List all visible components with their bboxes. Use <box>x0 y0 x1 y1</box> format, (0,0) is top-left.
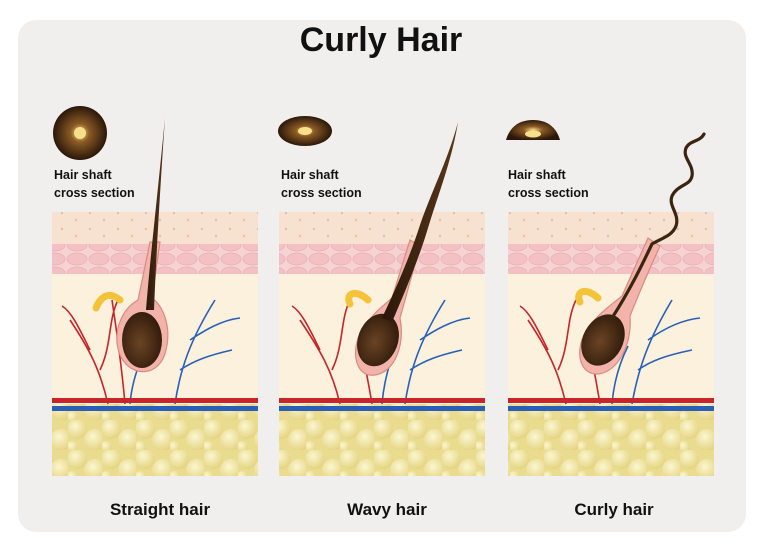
panel-wavy <box>278 116 485 476</box>
fat-layer <box>52 404 258 476</box>
cross-section-label-line1: Hair shaft <box>54 168 112 182</box>
hair-bulb <box>357 313 399 367</box>
sebaceous-gland <box>92 292 124 312</box>
hair-bulb <box>122 312 162 368</box>
epidermis-layer <box>508 212 714 244</box>
cross-section-label-line2: cross section <box>281 186 362 200</box>
page-title: Curly Hair <box>299 21 463 59</box>
artery <box>52 398 258 403</box>
hair-bulb <box>581 314 625 366</box>
panel-straight <box>52 106 258 476</box>
cross-section-label-line1: Hair shaft <box>508 168 566 182</box>
sebaceous-gland <box>575 287 602 306</box>
skin-cell-layer <box>279 244 485 274</box>
vein <box>52 406 258 411</box>
hair-shaft-wavy <box>382 122 458 322</box>
vein <box>508 406 714 411</box>
skin-cell-layer <box>508 244 714 274</box>
cross-section-flat <box>506 120 560 140</box>
epidermis-layer <box>279 212 485 244</box>
caption-wavy-hair: Wavy hair <box>347 500 427 519</box>
panel-curly <box>506 120 714 476</box>
cross-section-label-line2: cross section <box>54 186 135 200</box>
sebaceous-gland <box>345 289 372 308</box>
cross-section-label-straight: Hair shaft cross section <box>54 166 135 202</box>
fat-layer <box>508 404 714 476</box>
hair-shaft-straight <box>146 118 165 310</box>
artery <box>508 398 714 403</box>
cross-section-label-wavy: Hair shaft cross section <box>281 166 362 202</box>
hair-shaft-curly <box>610 132 706 320</box>
caption-straight-hair: Straight hair <box>109 500 211 519</box>
skin-cross-section <box>279 212 485 476</box>
cross-section-label-curly: Hair shaft cross section <box>508 166 589 202</box>
cross-section-label-line1: Hair shaft <box>281 168 339 182</box>
caption-curly-hair: Curly hair <box>574 500 654 519</box>
fat-layer <box>279 404 485 476</box>
artery <box>279 398 485 403</box>
skin-cross-section <box>508 212 714 476</box>
cross-section-label-line2: cross section <box>508 186 589 200</box>
vein <box>279 406 485 411</box>
